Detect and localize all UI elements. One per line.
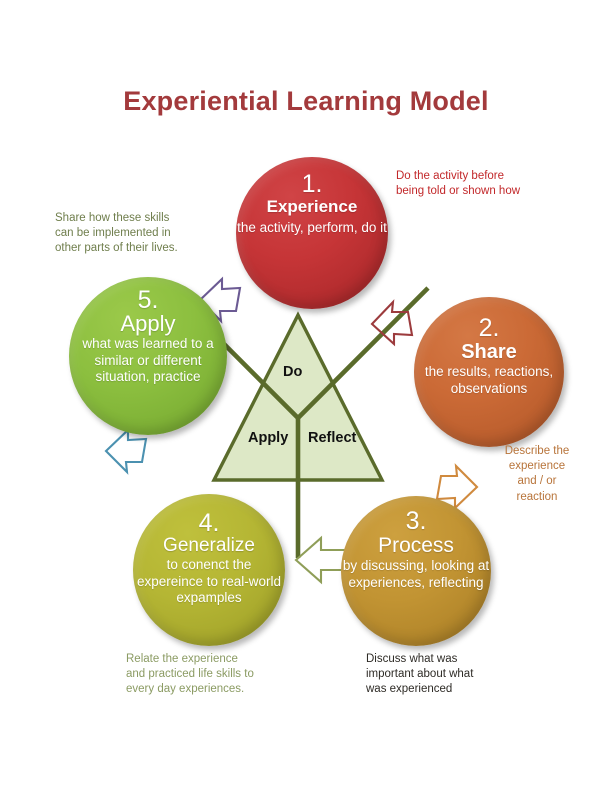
note-experience: Do the activity before being told or sho… xyxy=(396,170,521,198)
step-description: the activity, perform, do it xyxy=(237,219,387,235)
triangle-label-apply: Apply xyxy=(248,430,289,446)
step-description: what was learned to a similar or differe… xyxy=(82,336,214,385)
triangle-label-do: Do xyxy=(283,364,303,380)
step-description: to conenct the expereince to real-world … xyxy=(136,557,282,606)
step-number: 3. xyxy=(405,507,427,535)
step-name: Apply xyxy=(120,311,176,337)
step-description: by discussing, looking at experiences, r… xyxy=(342,558,490,590)
step-number: 1. xyxy=(301,170,323,198)
step-number: 2. xyxy=(478,314,500,342)
step-name: Process xyxy=(378,534,454,558)
step-circle-experience[interactable]: 1. Experience the activity, perform, do … xyxy=(236,157,388,309)
step-circle-share[interactable]: 2. Share the results, reactions, observa… xyxy=(414,297,564,447)
note-share: Describe the experience and / or reactio… xyxy=(504,445,570,503)
central-triangle: Do Apply Reflect xyxy=(180,270,430,570)
note-apply: Share how these skills can be implemente… xyxy=(55,212,178,255)
step-circle-generalize[interactable]: 4. Generalize to conenct the expereince … xyxy=(133,494,285,646)
page-title: Experiential Learning Model xyxy=(123,86,489,116)
note-generalize: Relate the experience and practiced life… xyxy=(126,653,254,696)
step-description: the results, reactions, observations xyxy=(424,364,554,396)
step-name: Share xyxy=(461,341,517,364)
note-process: Discuss what was important about what wa… xyxy=(366,653,474,696)
step-circle-apply[interactable]: 5. Apply what was learned to a similar o… xyxy=(69,277,227,435)
triangle-label-reflect: Reflect xyxy=(308,430,357,446)
step-circle-process[interactable]: 3. Process by discussing, looking at exp… xyxy=(341,496,491,646)
step-name: Experience xyxy=(266,197,358,217)
arrow-generalize-to-apply xyxy=(104,427,148,475)
step-number: 4. xyxy=(198,509,220,537)
step-number: 5. xyxy=(137,286,159,314)
step-name: Generalize xyxy=(163,535,255,557)
